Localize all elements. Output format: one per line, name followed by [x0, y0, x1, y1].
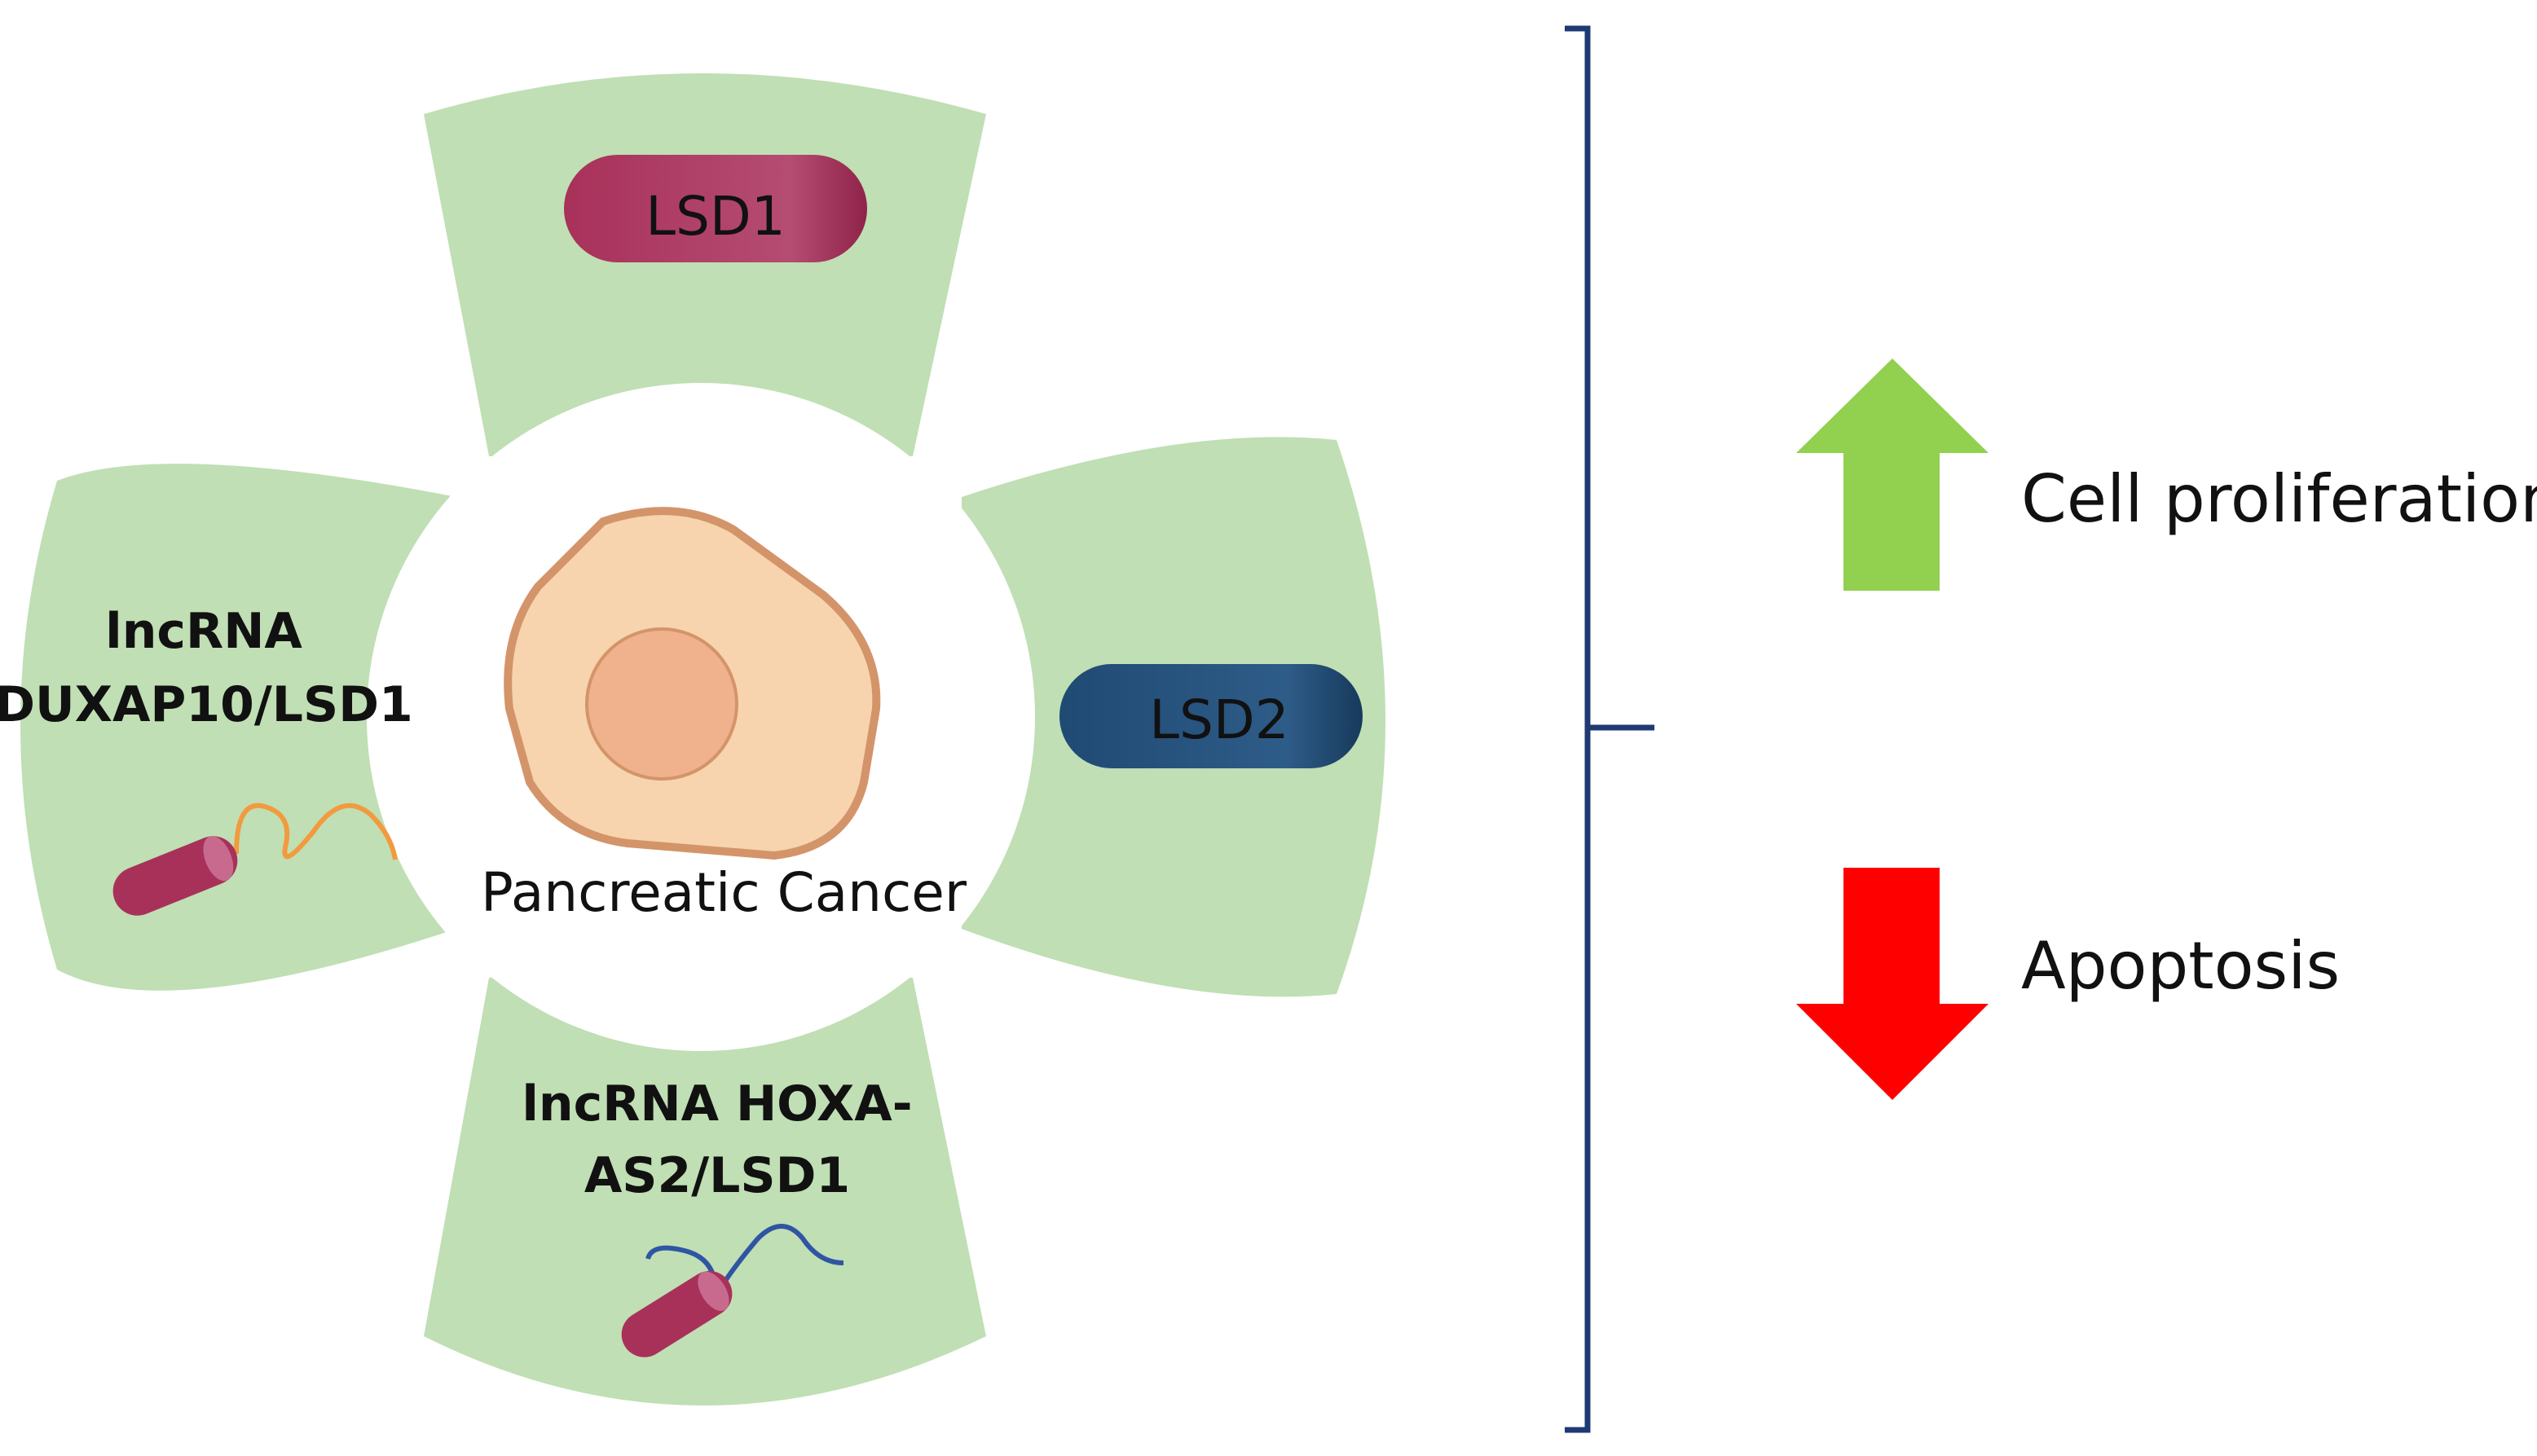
left-petal-label-line2: DUXAP10/LSD1 — [0, 676, 413, 733]
lsd1-label: LSD1 — [645, 185, 785, 248]
petal-bottom — [424, 978, 986, 1405]
apoptosis-label: Apoptosis — [2021, 928, 2340, 1004]
rna-protein-icon-bottom — [621, 1224, 844, 1357]
lsd1-pill: LSD1 — [564, 155, 867, 262]
bottom-petal-label-line2: AS2/LSD1 — [584, 1147, 850, 1204]
rna-protein-icon-left — [112, 803, 398, 916]
nucleus-icon — [585, 627, 738, 781]
arrow-up-icon — [1796, 359, 1989, 591]
bracket — [1565, 25, 1654, 1433]
petal-left — [20, 464, 456, 991]
arrow-down-icon — [1796, 868, 1989, 1100]
lsd2-label: LSD2 — [1149, 688, 1288, 751]
lsd2-pill: LSD2 — [1059, 664, 1363, 768]
left-petal-label-line1: lncRNA — [105, 603, 302, 660]
center-label: Pancreatic Cancer — [481, 861, 967, 924]
bottom-petal-label-line1: lncRNA HOXA- — [522, 1076, 912, 1133]
cell-proliferation-label: Cell proliferation — [2021, 461, 2537, 537]
